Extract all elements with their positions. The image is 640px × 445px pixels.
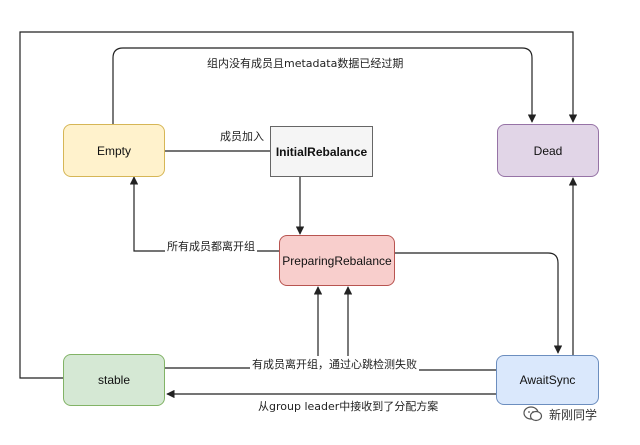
watermark-text: 新刚同学 bbox=[549, 407, 598, 422]
label-member-leave-heartbeat-fail: 有成员离开组，通过心跳检测失败 bbox=[250, 356, 419, 372]
label-receive-assignment: 从group leader中接收到了分配方案 bbox=[256, 398, 441, 414]
node-stable-label: stable bbox=[97, 373, 131, 387]
edge-preparing-to-await bbox=[395, 252, 563, 354]
label-member-join: 成员加入 bbox=[218, 128, 266, 144]
node-empty: Empty bbox=[63, 124, 165, 177]
node-stable: stable bbox=[63, 354, 165, 406]
watermark: 新刚同学 bbox=[523, 405, 597, 423]
edge-empty-to-dead bbox=[112, 47, 537, 124]
node-dead-label: Dead bbox=[533, 143, 563, 158]
label-all-members-leave: 所有成员都离开组 bbox=[165, 238, 257, 254]
label-empty-to-dead: 组内没有成员且metadata数据已经过期 bbox=[205, 55, 406, 71]
node-initial-rebalance: InitialRebalance bbox=[270, 126, 373, 177]
edge-stable-to-dead bbox=[19, 31, 578, 379]
node-await-sync: AwaitSync bbox=[496, 355, 599, 405]
wechat-icon bbox=[523, 406, 543, 422]
node-initial-rebalance-label: InitialRebalance bbox=[275, 144, 368, 159]
node-preparing-rebalance-label: PreparingRebalance bbox=[282, 253, 392, 268]
node-preparing-rebalance: PreparingRebalance bbox=[279, 235, 395, 286]
node-empty-label: Empty bbox=[96, 143, 131, 158]
node-await-sync-label: AwaitSync bbox=[519, 373, 576, 387]
node-dead: Dead bbox=[497, 124, 599, 177]
